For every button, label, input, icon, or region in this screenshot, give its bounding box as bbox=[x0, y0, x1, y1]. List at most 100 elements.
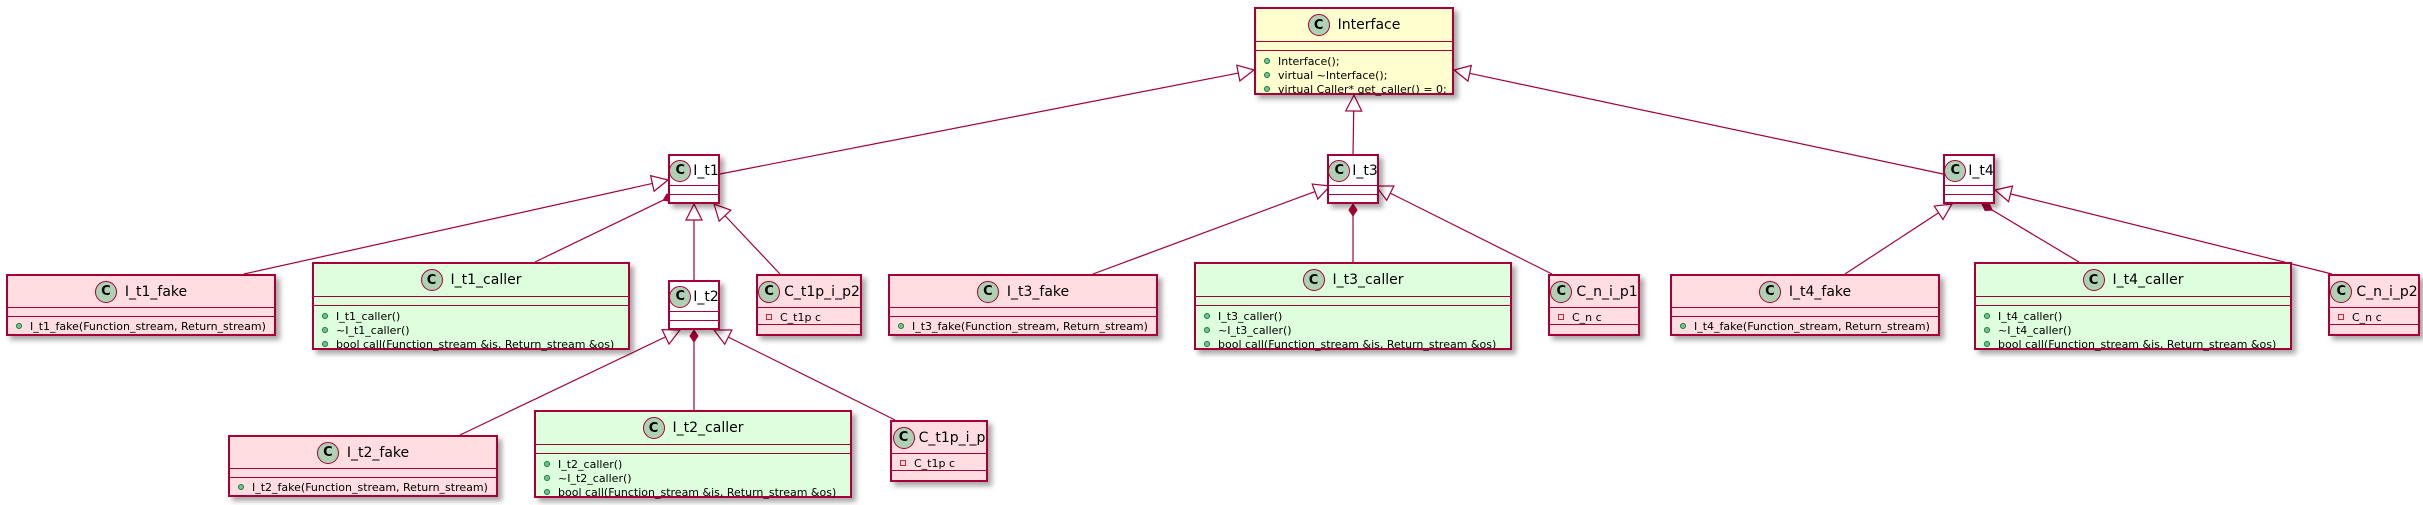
method-signature: virtual ~Interface(); bbox=[1278, 68, 1388, 82]
class-name: I_t3_fake bbox=[1006, 283, 1070, 300]
method-row: I_t3_fake(Function_stream, Return_stream… bbox=[890, 319, 1156, 333]
private-icon bbox=[1558, 314, 1564, 320]
class-name: I_t4_caller bbox=[2112, 272, 2184, 288]
methods-section: I_t4_fake(Function_stream, Return_stream… bbox=[1672, 317, 1938, 333]
edge-i-t1-c-t1p-i-p2-line bbox=[724, 215, 781, 275]
method-signature: I_t4_fake(Function_stream, Return_stream… bbox=[1694, 319, 1930, 333]
methods-section bbox=[1329, 195, 1377, 204]
methods-section: I_t2_fake(Function_stream, Return_stream… bbox=[230, 478, 496, 494]
edge-i-t2-c-t1p-i-p-line bbox=[728, 336, 896, 421]
method-row: bool call(Function_stream &is, Return_st… bbox=[536, 485, 850, 499]
class-name: I_t1_fake bbox=[124, 283, 188, 300]
class-name: I_t1 bbox=[693, 162, 719, 179]
class-icon: C bbox=[976, 280, 999, 303]
method-signature: I_t2_fake(Function_stream, Return_stream… bbox=[252, 480, 488, 494]
class-i-t3-fake[interactable]: C I_t3_fake I_t3_fake(Function_stream, Re… bbox=[888, 274, 1158, 336]
class-name: C_n_i_p1 bbox=[1576, 283, 1638, 300]
method-row: Interface(); bbox=[1256, 54, 1452, 68]
method-signature: ~I_t2_caller() bbox=[558, 471, 632, 485]
public-icon bbox=[1204, 327, 1210, 333]
fields-section bbox=[536, 445, 850, 454]
edge-interface-i-t1-line bbox=[719, 72, 1239, 175]
fields-section bbox=[230, 469, 496, 478]
public-icon bbox=[322, 327, 328, 333]
method-signature: bool call(Function_stream &is, Return_st… bbox=[336, 337, 615, 351]
method-row: ~I_t1_caller() bbox=[314, 323, 628, 337]
edge-i-t3-c-n-i-p1-line bbox=[1390, 192, 1553, 275]
method-row: bool call(Function_stream &is, Return_st… bbox=[1976, 337, 2290, 351]
public-icon bbox=[544, 461, 550, 467]
method-signature: ~I_t3_caller() bbox=[1218, 323, 1292, 337]
public-icon bbox=[1204, 313, 1210, 319]
method-row: I_t3_caller() bbox=[1196, 309, 1510, 323]
class-name: I_t4 bbox=[1968, 162, 1994, 179]
methods-section bbox=[758, 325, 860, 334]
public-icon bbox=[1984, 313, 1990, 319]
method-signature: I_t3_fake(Function_stream, Return_stream… bbox=[912, 319, 1148, 333]
methods-section: I_t1_fake(Function_stream, Return_stream… bbox=[8, 317, 274, 333]
field-declaration: C_t1p c bbox=[914, 456, 956, 470]
edge-i-t1-caller-line bbox=[534, 199, 664, 263]
class-icon: C bbox=[94, 280, 117, 303]
fields-section bbox=[670, 186, 718, 195]
edge-i-t4-c-n-i-p2-arrowhead bbox=[1993, 185, 2014, 203]
edge-i-t1-fake-line bbox=[243, 182, 653, 275]
fields-section bbox=[890, 308, 1156, 317]
class-name: I_t1_caller bbox=[450, 272, 522, 288]
method-row: I_t1_caller() bbox=[314, 309, 628, 323]
edge-i-t3-fake-line bbox=[1092, 191, 1316, 275]
fields-section: C_n c bbox=[1550, 308, 1638, 325]
public-icon bbox=[322, 341, 328, 347]
public-icon bbox=[1264, 86, 1270, 92]
edge-i-t4-fake-line bbox=[1844, 212, 1939, 275]
class-icon: C bbox=[1328, 159, 1351, 182]
class-name: C_t1p_i_p2 bbox=[784, 283, 860, 300]
class-icon: C bbox=[2330, 280, 2353, 303]
edge-i-t3-c-n-i-p1-arrowhead bbox=[1374, 185, 1395, 202]
method-row: ~I_t2_caller() bbox=[536, 471, 850, 485]
fields-section bbox=[1672, 308, 1938, 317]
public-icon bbox=[1680, 323, 1686, 329]
methods-section bbox=[2330, 325, 2418, 334]
edge-interface-i-t3-arrowhead bbox=[1344, 93, 1363, 112]
method-row: ~I_t3_caller() bbox=[1196, 323, 1510, 337]
public-icon bbox=[1984, 327, 1990, 333]
method-row: I_t2_caller() bbox=[536, 457, 850, 471]
methods-section: I_t2_caller() ~I_t2_caller() bool call(F… bbox=[536, 454, 850, 499]
edge-i-t3-fake-arrowhead bbox=[1311, 183, 1332, 201]
class-icon: C bbox=[1550, 280, 1573, 303]
method-signature: I_t3_caller() bbox=[1218, 309, 1283, 323]
class-i-t1-fake[interactable]: C I_t1_fake I_t1_fake(Function_stream, Re… bbox=[6, 274, 276, 336]
private-icon bbox=[900, 460, 906, 466]
class-icon: C bbox=[1758, 280, 1781, 303]
methods-section bbox=[1945, 195, 1993, 204]
method-row: virtual ~Interface(); bbox=[1256, 68, 1452, 82]
edge-i-t2-caller-diamond bbox=[689, 329, 699, 343]
class-icon: C bbox=[669, 159, 692, 182]
public-icon bbox=[1984, 341, 1990, 347]
class-icon: C bbox=[669, 285, 692, 308]
method-signature: virtual Caller* get_caller() = 0; bbox=[1278, 82, 1447, 96]
method-signature: I_t2_caller() bbox=[558, 457, 623, 471]
fields-section bbox=[314, 297, 628, 306]
edge-i-t3-caller-diamond bbox=[1348, 203, 1358, 217]
field-declaration: C_t1p c bbox=[780, 310, 822, 324]
fields-section: C_n c bbox=[2330, 308, 2418, 325]
public-icon bbox=[16, 323, 22, 329]
